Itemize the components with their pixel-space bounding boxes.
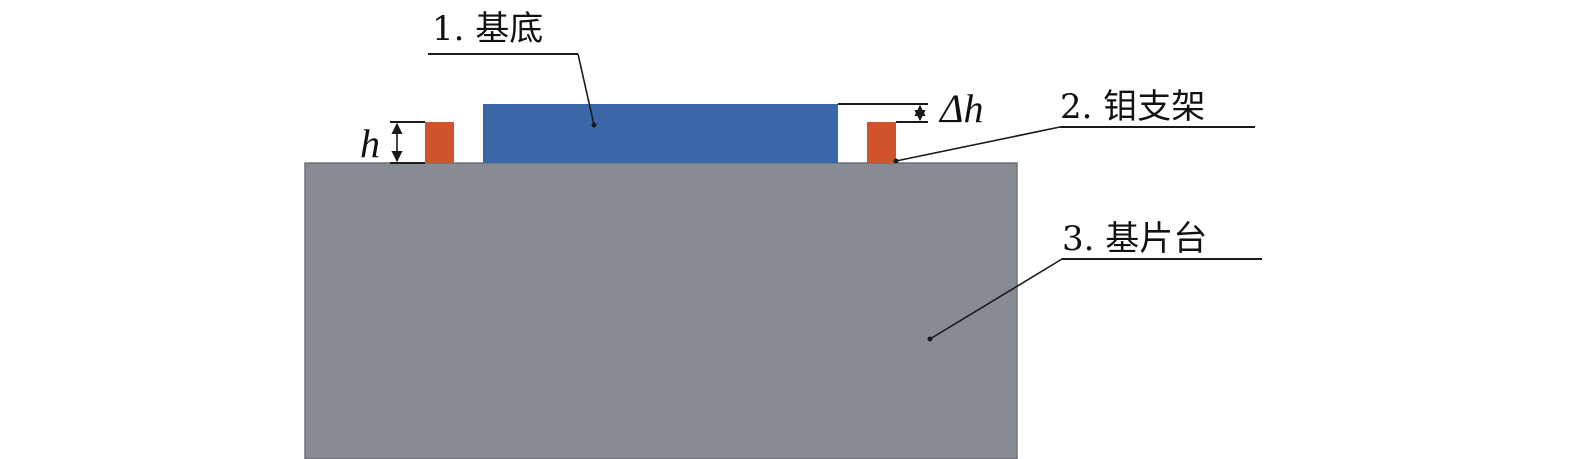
mo-support-left (425, 122, 454, 163)
substrate-callout: 1. 基底 (428, 9, 597, 128)
mo-support-callout: 2. 钼支架 (893, 87, 1255, 164)
stage-label: 3. 基片台 (1062, 219, 1207, 259)
h-dimension: h (360, 121, 425, 166)
delta-h-label: Δh (938, 86, 983, 131)
stage-block (304, 162, 1018, 459)
substrate-label: 1. 基底 (432, 9, 543, 49)
stage-callout: 3. 基片台 (927, 219, 1262, 342)
mo-support-label: 2. 钼支架 (1060, 87, 1205, 127)
substrate-block (483, 104, 838, 163)
mo-support-right (867, 122, 896, 163)
delta-h-dimension: Δh (838, 86, 983, 131)
h-label: h (360, 121, 380, 166)
